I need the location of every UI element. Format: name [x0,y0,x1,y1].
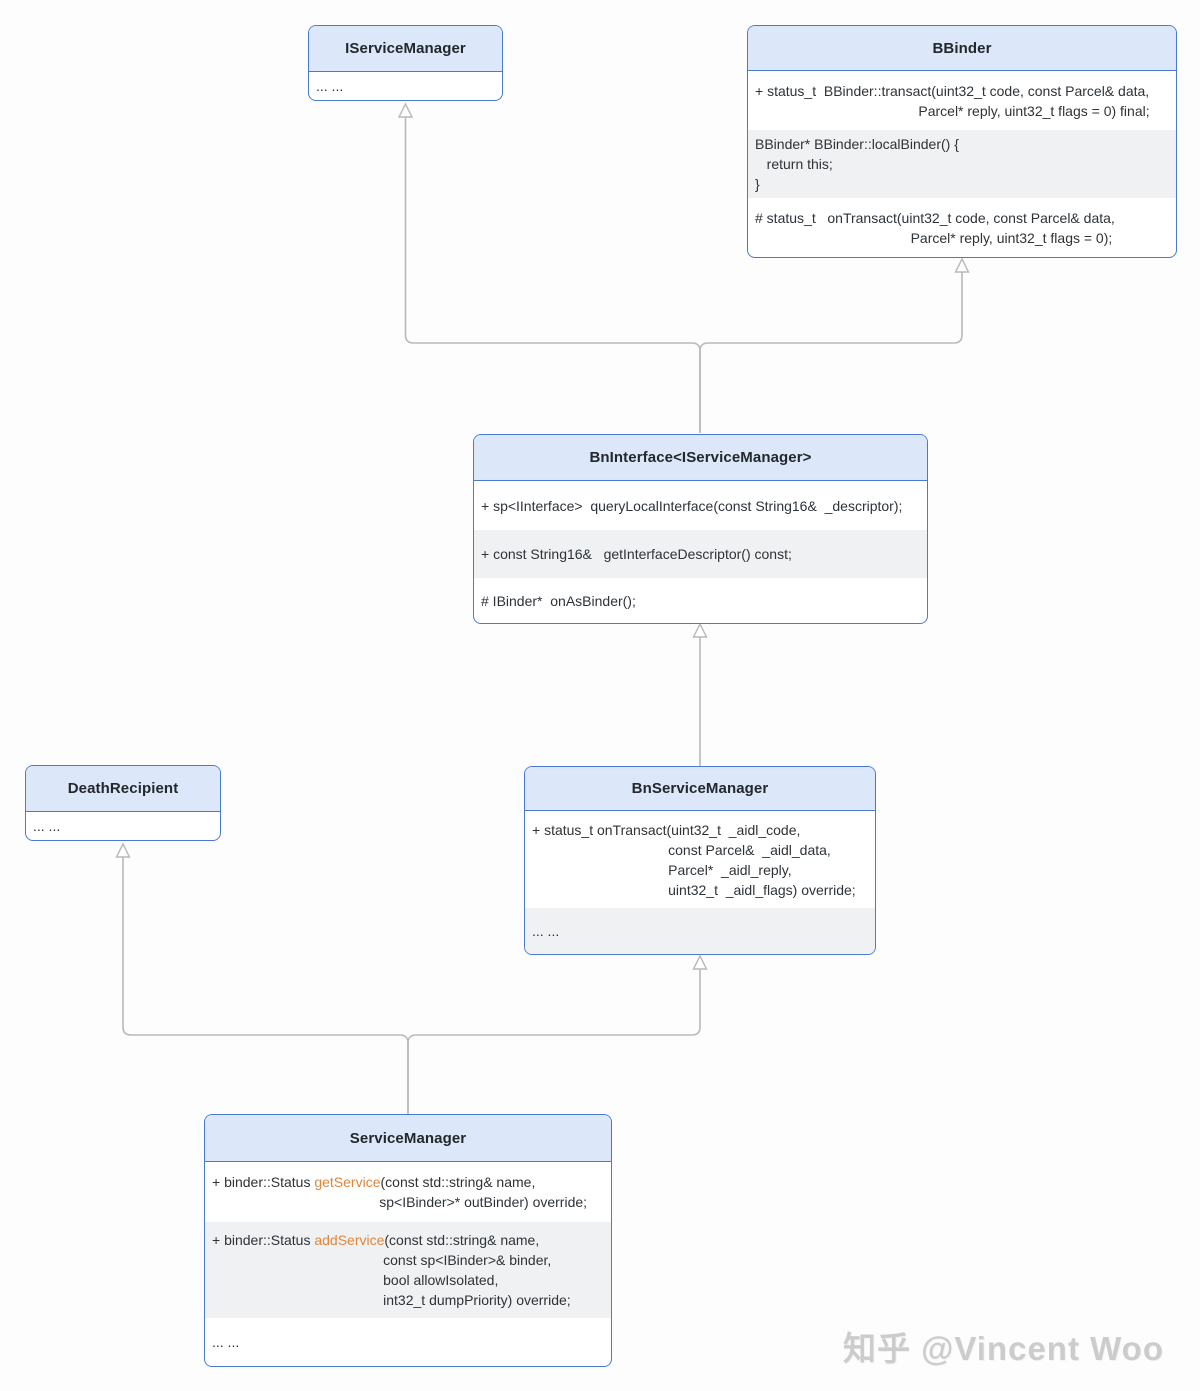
method-name-accent: addService [314,1232,385,1248]
class-compartment: # IBinder* onAsBinder(); [474,578,927,623]
connector-line-servicemanager-bnservicemanager [407,969,701,1114]
member-text: uint32_t _aidl_flags) override; [532,881,856,898]
member-line: + sp<IInterface> queryLocalInterface(con… [481,496,923,516]
inheritance-arrow-deathrecipient [115,842,131,858]
class-compartment: ... ... [26,812,220,840]
class-compartment: + const String16& getInterfaceDescriptor… [474,530,927,578]
member-line: const Parcel& _aidl_data, [532,840,871,860]
class-box-iservicemanager: IServiceManager ... ... [308,25,503,101]
member-text: + binder::Status [212,1174,315,1190]
method-name-accent: getService [314,1174,381,1190]
class-compartment: BBinder* BBinder::localBinder() { return… [748,130,1176,198]
connector-line-servicemanager-deathrecipient [122,857,409,1114]
class-box-bninterface: BnInterface<IServiceManager> + sp<IInter… [473,434,928,624]
member-text: bool allowIsolated, [212,1272,499,1288]
member-text: + binder::Status [212,1232,315,1248]
member-line: + status_t onTransact(uint32_t _aidl_cod… [532,820,871,840]
member-text: (const std::string& name, [380,1174,536,1190]
member-text: # status_t onTransact(uint32_t code, con… [755,209,1115,226]
member-text: # IBinder* onAsBinder(); [481,592,636,609]
class-box-servicemanager: ServiceManager + binder::Status getServi… [204,1114,612,1367]
class-compartment: + binder::Status getService(const std::s… [205,1162,611,1222]
member-line: + binder::Status addService(const std::s… [212,1230,607,1250]
member-line: Parcel* _aidl_reply, [532,860,871,880]
class-title-deathrecipient: DeathRecipient [26,766,220,812]
member-text: Parcel* reply, uint32_t flags = 0) final… [755,102,1150,119]
member-text: ... ... [316,78,344,94]
member-text: const sp<IBinder>& binder, [212,1252,552,1268]
class-title-bninterface: BnInterface<IServiceManager> [474,435,927,481]
member-text: } [755,176,760,192]
member-text: return this; [755,156,833,172]
member-text: + const String16& getInterfaceDescriptor… [481,546,792,562]
member-line: ... ... [532,921,871,941]
member-text: ... ... [33,818,61,834]
member-line: # IBinder* onAsBinder(); [481,591,923,611]
member-line: # status_t onTransact(uint32_t code, con… [755,208,1172,228]
class-body: + status_t onTransact(uint32_t _aidl_cod… [525,811,875,954]
member-line: + const String16& getInterfaceDescriptor… [481,544,923,564]
class-body: ... ... [26,812,220,840]
connector-line-bninterface-iservicemanager [404,117,701,433]
member-line: } [755,174,1172,194]
member-line: ... ... [212,1332,607,1352]
class-box-bbinder: BBinder + status_t BBinder::transact(uin… [747,25,1177,258]
member-line: int32_t dumpPriority) override; [212,1290,607,1310]
inheritance-arrow-bbinder [954,257,970,273]
class-body: ... ... [309,72,502,100]
member-text: int32_t dumpPriority) override; [212,1292,571,1308]
member-line: sp<IBinder>* outBinder) override; [212,1192,607,1212]
member-text: + sp<IInterface> queryLocalInterface(con… [481,497,903,514]
class-compartment: ... ... [205,1318,611,1366]
inheritance-arrow-bninterface [692,622,708,638]
inheritance-arrow-bnservicemanager [692,954,708,970]
member-line: ... ... [316,76,498,96]
class-box-deathrecipient: DeathRecipient ... ... [25,765,221,841]
class-compartment: ... ... [309,72,502,100]
member-line: const sp<IBinder>& binder, [212,1250,607,1270]
watermark: 知乎 @Vincent Woo [843,1330,1164,1367]
member-text: + status_t BBinder::transact(uint32_t co… [755,82,1150,99]
class-compartment: ... ... [525,908,875,954]
class-title-iservicemanager: IServiceManager [309,26,502,72]
class-body: + binder::Status getService(const std::s… [205,1162,611,1366]
member-line: ... ... [33,816,216,836]
class-compartment: + binder::Status addService(const std::s… [205,1222,611,1318]
member-text: (const std::string& name, [384,1232,540,1248]
member-line: uint32_t _aidl_flags) override; [532,880,871,900]
member-line: Parcel* reply, uint32_t flags = 0); [755,228,1172,248]
member-line: + binder::Status getService(const std::s… [212,1172,607,1192]
class-compartment: + sp<IInterface> queryLocalInterface(con… [474,481,927,530]
class-title-bnservicemanager: BnServiceManager [525,767,875,811]
member-text: BBinder* BBinder::localBinder() { [755,136,959,152]
class-title-bbinder: BBinder [748,26,1176,71]
class-box-bnservicemanager: BnServiceManager + status_t onTransact(u… [524,766,876,955]
member-text: Parcel* _aidl_reply, [532,861,792,878]
member-text: ... ... [212,1334,240,1350]
member-text: Parcel* reply, uint32_t flags = 0); [755,229,1113,246]
member-text: sp<IBinder>* outBinder) override; [212,1194,588,1210]
member-line: bool allowIsolated, [212,1270,607,1290]
member-text: ... ... [532,923,560,939]
class-compartment: + status_t onTransact(uint32_t _aidl_cod… [525,811,875,908]
member-line: + status_t BBinder::transact(uint32_t co… [755,81,1172,101]
member-text: + status_t onTransact(uint32_t _aidl_cod… [532,821,801,838]
class-compartment: # status_t onTransact(uint32_t code, con… [748,198,1176,257]
class-body: + status_t BBinder::transact(uint32_t co… [748,71,1176,257]
inheritance-arrow-iservicemanager [397,102,414,118]
class-title-servicemanager: ServiceManager [205,1115,611,1162]
connector-line-bninterface-bbinder [699,272,963,433]
member-text: const Parcel& _aidl_data, [532,841,831,858]
member-line: return this; [755,154,1172,174]
member-line: Parcel* reply, uint32_t flags = 0) final… [755,101,1172,121]
class-compartment: + status_t BBinder::transact(uint32_t co… [748,71,1176,130]
class-body: + sp<IInterface> queryLocalInterface(con… [474,481,927,623]
member-line: BBinder* BBinder::localBinder() { [755,134,1172,154]
